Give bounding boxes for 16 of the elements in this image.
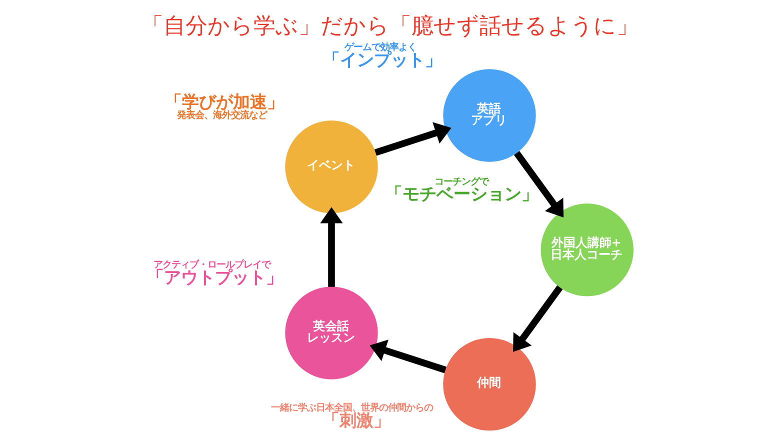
arrow	[370, 340, 447, 374]
node-circle: 外国人講師+日本人コーチ	[540, 204, 634, 296]
node-circle: イベント	[285, 120, 378, 214]
node-circle: 英会話レッスン	[285, 286, 378, 380]
arrow	[320, 207, 343, 287]
node-label: 発表会、海外交流など	[177, 110, 268, 122]
arrow	[374, 122, 452, 156]
arrow	[513, 285, 563, 352]
diagram-title: 「自分から学ぶ」だから「臆せず話せるように」	[142, 12, 638, 39]
node-label: コーチングで	[434, 176, 488, 188]
node-label: ゲームで効率よく	[344, 42, 416, 53]
node-circle: 英語アプリ	[443, 69, 536, 162]
node-circle: 仲間	[443, 338, 536, 431]
node-label: 「モチベーション」	[386, 184, 539, 205]
arrow	[514, 150, 564, 218]
node-label: 「アウトプット」	[146, 268, 283, 288]
